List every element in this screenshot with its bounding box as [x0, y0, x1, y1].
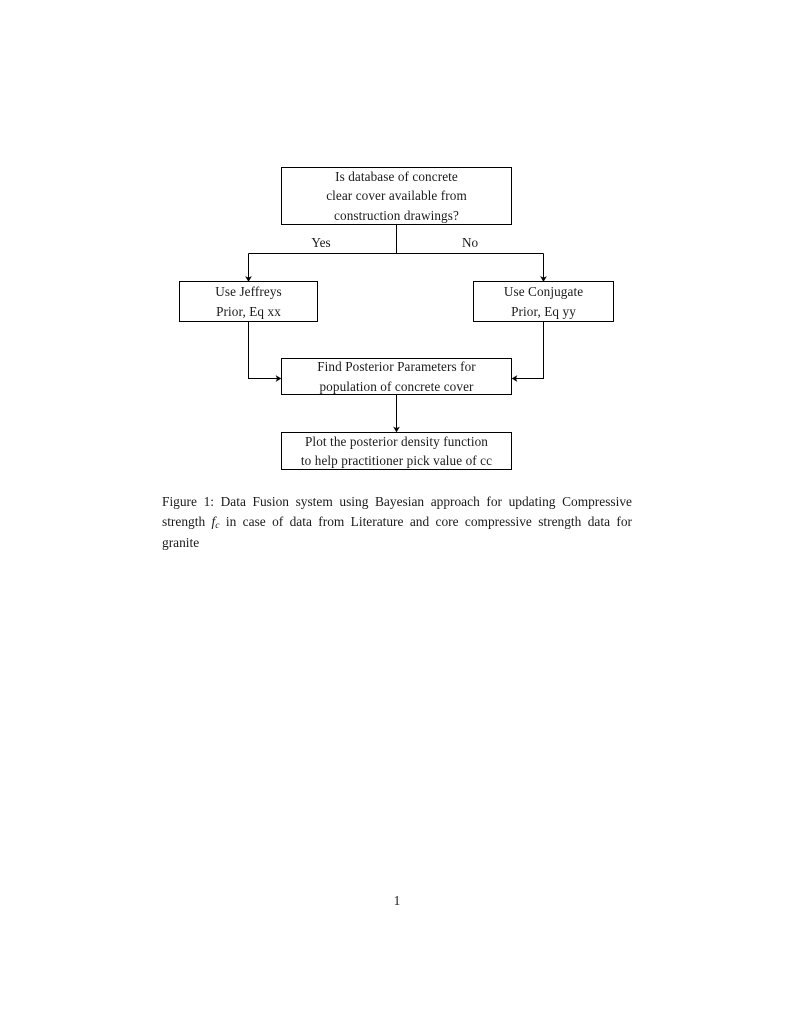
decision-line-2: clear cover available from — [326, 188, 467, 204]
flowchart-node-jeffreys-prior: Use Jeffreys Prior, Eq xx — [179, 281, 318, 322]
plot-line-1: Plot the posterior density function — [305, 433, 488, 449]
figure-caption: Figure 1: Data Fusion system using Bayes… — [162, 492, 632, 553]
conjugate-line-2: Prior, Eq yy — [511, 303, 576, 319]
flowchart-node-find-posterior: Find Posterior Parameters for population… — [281, 358, 512, 395]
edge-label-yes: Yes — [311, 235, 331, 250]
flowchart-connectors — [245, 225, 547, 433]
edge-label-no: No — [461, 235, 479, 250]
flowchart-node-decision: Is database of concrete clear cover avai… — [281, 167, 512, 225]
flowchart-node-plot-density: Plot the posterior density function to h… — [281, 432, 512, 470]
jeffreys-line-1: Use Jeffreys — [215, 284, 282, 300]
edge-jeffreys-to-posterior — [247, 322, 282, 382]
page-number: 1 — [393, 893, 401, 908]
caption-math-symbol: fc — [211, 513, 220, 531]
posterior-line-2: population of concrete cover — [319, 378, 474, 394]
posterior-line-1: Find Posterior Parameters for — [317, 359, 476, 375]
decision-line-3: construction drawings? — [334, 207, 459, 223]
caption-text-before: Data Fusion system using Bayesian approa… — [162, 494, 632, 529]
conjugate-line-1: Use Conjugate — [503, 284, 584, 300]
flowchart-node-conjugate-prior: Use Conjugate Prior, Eq yy — [473, 281, 614, 322]
caption-label: Figure 1: — [162, 494, 214, 509]
edge-conjugate-to-posterior — [511, 322, 545, 382]
caption-text-after: in case of data from Literature and core… — [162, 513, 632, 550]
decision-line-1: Is database of concrete — [335, 169, 458, 185]
jeffreys-line-2: Prior, Eq xx — [216, 303, 281, 319]
plot-line-2: to help practitioner pick value of cc — [300, 453, 493, 468]
figure-flowchart: Is database of concrete clear cover avai… — [0, 0, 794, 500]
